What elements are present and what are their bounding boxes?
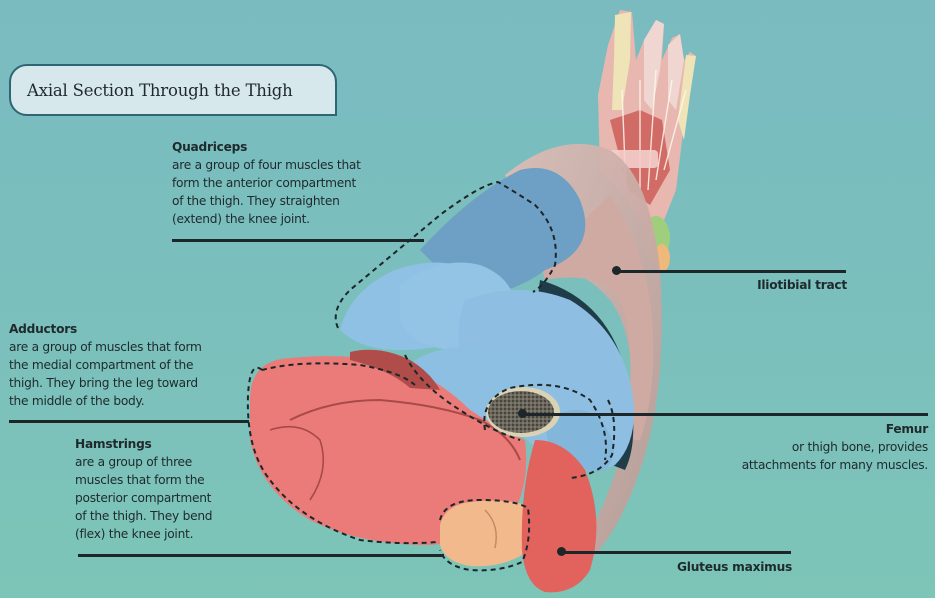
label-hamstrings-title: Hamstrings bbox=[75, 437, 152, 451]
title-box: Axial Section Through the Thigh bbox=[9, 64, 337, 116]
page-title: Axial Section Through the Thigh bbox=[27, 80, 293, 100]
leader-femur bbox=[523, 413, 928, 416]
leader-gluteus bbox=[561, 551, 791, 554]
adductors-outline bbox=[439, 498, 531, 572]
label-adductors-title: Adductors bbox=[9, 322, 77, 336]
label-femur-desc: or thigh bone, provides attachments for … bbox=[741, 440, 929, 472]
dot-femur bbox=[518, 409, 527, 418]
label-adductors-desc: are a group of muscles that form the med… bbox=[9, 340, 202, 408]
label-gluteus: Gluteus maximus bbox=[677, 558, 792, 576]
label-adductors: Adductors are a group of muscles that fo… bbox=[9, 320, 202, 410]
leader-quadriceps bbox=[172, 239, 424, 242]
label-gluteus-title: Gluteus maximus bbox=[677, 560, 792, 574]
quadriceps-outline bbox=[334, 180, 557, 329]
label-quadriceps-title: Quadriceps bbox=[172, 140, 248, 154]
leader-hamstrings bbox=[78, 554, 444, 557]
label-hamstrings: Hamstrings are a group of three muscles … bbox=[75, 435, 213, 543]
leader-iliotibial bbox=[616, 270, 846, 273]
femur-compartment-outline bbox=[483, 383, 607, 461]
gluteus-maximus-shape bbox=[521, 440, 597, 593]
leader-adductors bbox=[9, 420, 249, 423]
label-femur: Femur or thigh bone, provides attachment… bbox=[741, 420, 929, 474]
hamstrings-shape bbox=[250, 349, 527, 545]
label-hamstrings-desc: are a group of three muscles that form t… bbox=[75, 455, 213, 541]
label-iliotibial-title: Iliotibial tract bbox=[757, 278, 847, 292]
adductors-shape bbox=[440, 500, 527, 567]
label-femur-title: Femur bbox=[885, 422, 928, 436]
label-quadriceps: Quadriceps are a group of four muscles t… bbox=[172, 138, 361, 228]
label-iliotibial: Iliotibial tract bbox=[757, 276, 847, 294]
quadriceps-shape bbox=[340, 168, 634, 472]
hamstrings-outline bbox=[246, 366, 439, 545]
label-quadriceps-desc: are a group of four muscles that form th… bbox=[172, 158, 361, 226]
